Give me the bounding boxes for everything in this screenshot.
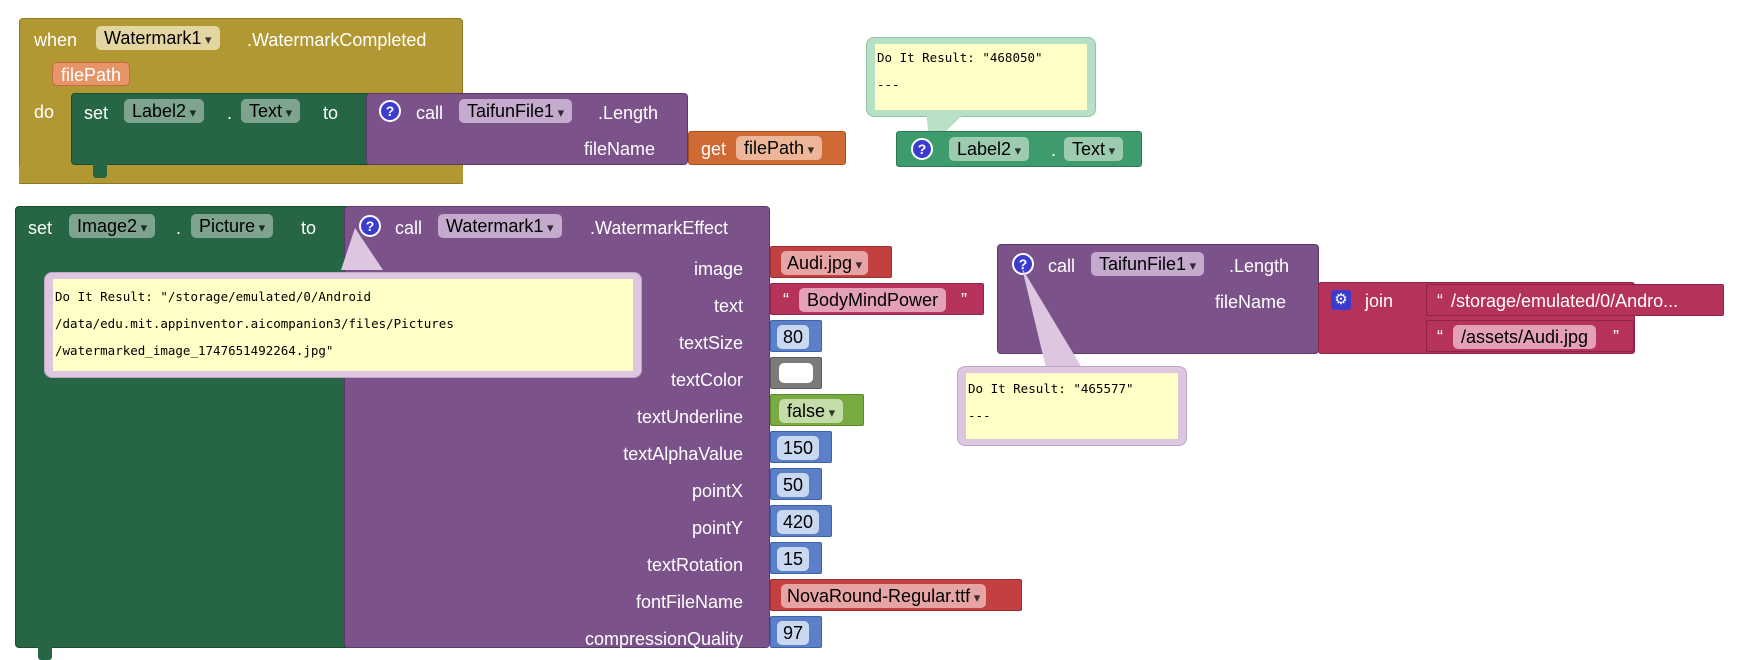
pointx-number-block[interactable]: 50 (770, 468, 822, 500)
call-length-join-block[interactable]: ? call TaifunFile1 .Length fileName (997, 244, 1319, 354)
arg-label-pointy: pointY (691, 518, 743, 538)
set-property-dropdown[interactable]: Picture (191, 214, 274, 238)
arg-label-text: text (713, 296, 743, 316)
get-filepath-block[interactable]: get filePath (688, 131, 846, 165)
open-quote: “ (1437, 327, 1443, 347)
dot-separator: . (176, 218, 182, 238)
result-text: Do It Result: "465577" (968, 381, 1134, 396)
length-result-comment[interactable]: Do It Result: "465577" --- (957, 366, 1187, 446)
set-label2-text-block[interactable]: set Label2 . Text to (71, 93, 371, 165)
event-block-footer (19, 166, 463, 184)
help-icon[interactable]: ? (1012, 253, 1034, 275)
result-line-1: Do It Result: "/storage/emulated/0/Andro… (55, 289, 372, 304)
textsize-number-block[interactable]: 80 (770, 320, 822, 352)
filename-arg-label: fileName (584, 139, 656, 159)
pointy-value[interactable]: 420 (777, 510, 820, 534)
to-keyword: to (323, 103, 339, 123)
pointx-value[interactable]: 50 (777, 473, 810, 497)
join-item-1-block[interactable]: “ /storage/emulated/0/Andro... (1426, 284, 1724, 316)
arg-label-textsize: textSize (678, 333, 743, 353)
call-method-name: .Length (1229, 256, 1290, 276)
dot-separator: . (1051, 140, 1057, 160)
set-component-dropdown[interactable]: Label2 (124, 99, 205, 123)
open-quote: “ (783, 290, 789, 310)
call-keyword: call (1048, 256, 1076, 276)
result-text: Do It Result: "468050" (877, 50, 1043, 65)
fontfile-asset-block[interactable]: NovaRound-Regular.ttf (770, 579, 1022, 611)
result-separator: --- (968, 408, 991, 423)
get-keyword: get (701, 139, 727, 159)
length-bubble-tail (1022, 268, 1082, 368)
arg-label-fontfilename: fontFileName (635, 592, 743, 612)
textunderline-logic-block[interactable]: false (770, 394, 864, 426)
to-keyword: to (301, 218, 317, 238)
arg-label-textrotation: textRotation (646, 555, 743, 575)
open-quote: “ (1437, 291, 1443, 311)
result-line-2: /data/edu.mit.appinventor.aicompanion3/f… (55, 316, 454, 331)
image-asset-block[interactable]: Audi.jpg (770, 246, 892, 278)
filename-arg-label: fileName (1215, 292, 1287, 312)
call-method-name: .WatermarkEffect (590, 218, 729, 238)
arg-label-image: image (693, 259, 743, 279)
color-swatch[interactable] (779, 363, 813, 383)
arg-label-compressionquality: compressionQuality (584, 629, 743, 649)
call-method-name: .Length (598, 103, 659, 123)
close-quote: ” (961, 290, 967, 310)
getter-property-dropdown[interactable]: Text (1064, 137, 1124, 161)
event-name: .WatermarkCompleted (247, 30, 427, 50)
join-item-1-value[interactable]: /storage/emulated/0/Andro... (1451, 291, 1679, 311)
call-keyword: call (395, 218, 423, 238)
set-keyword: set (28, 218, 53, 238)
getter-component-dropdown[interactable]: Label2 (949, 137, 1030, 161)
textrotation-value[interactable]: 15 (777, 547, 810, 571)
set-block-notch (93, 160, 107, 178)
text-string-block[interactable]: “ BodyMindPower ” (770, 283, 984, 315)
event-component-dropdown[interactable]: Watermark1 (96, 26, 220, 50)
textrotation-number-block[interactable]: 15 (770, 542, 822, 574)
arg-label-textunderline: textUnderline (636, 407, 743, 427)
result-separator: --- (877, 77, 900, 92)
watermark-result-comment[interactable]: Do It Result: "/storage/emulated/0/Andro… (44, 272, 642, 378)
arg-label-textalphavalue: textAlphaValue (623, 444, 743, 464)
get-variable-dropdown[interactable]: filePath (736, 136, 823, 160)
logic-dropdown[interactable]: false (779, 399, 844, 423)
call-taifunfile-length-block[interactable]: ? call TaifunFile1 .Length fileName (366, 93, 688, 165)
set-component-dropdown[interactable]: Image2 (69, 214, 156, 238)
param-filepath[interactable]: filePath (52, 62, 131, 86)
when-keyword: when (34, 30, 78, 50)
pointy-number-block[interactable]: 420 (770, 505, 832, 537)
image-asset-dropdown[interactable]: Audi.jpg (781, 251, 869, 275)
label2-result-comment[interactable]: Do It Result: "468050" --- (866, 37, 1096, 117)
textcolor-block[interactable] (770, 357, 822, 389)
textalpha-number-block[interactable]: 150 (770, 431, 832, 463)
call-component-dropdown[interactable]: Watermark1 (438, 214, 562, 238)
arg-label-pointx: pointX (691, 481, 743, 501)
compression-number-block[interactable]: 97 (770, 616, 822, 648)
set-image-block-notch (38, 642, 52, 660)
join-item-2-block[interactable]: “ /assets/Audi.jpg ” (1426, 320, 1634, 352)
arg-label-textcolor: textColor (670, 370, 743, 390)
call-component-dropdown[interactable]: TaifunFile1 (1091, 252, 1205, 276)
label2-text-getter-block[interactable]: ? Label2 . Text (896, 131, 1142, 167)
result-line-3: /watermarked_image_1747651492264.jpg" (55, 343, 334, 358)
call-keyword: call (416, 103, 444, 123)
textsize-value[interactable]: 80 (777, 325, 810, 349)
close-quote: ” (1613, 327, 1619, 347)
watermark-bubble-tail (341, 228, 383, 270)
fontfile-asset-dropdown[interactable]: NovaRound-Regular.ttf (781, 584, 987, 608)
text-string-value[interactable]: BodyMindPower (799, 288, 947, 312)
help-icon[interactable]: ? (359, 215, 381, 237)
compression-value[interactable]: 97 (777, 621, 810, 645)
join-item-2-value[interactable]: /assets/Audi.jpg (1453, 325, 1597, 349)
call-component-dropdown[interactable]: TaifunFile1 (459, 99, 573, 123)
help-icon[interactable]: ? (911, 138, 933, 160)
set-property-dropdown[interactable]: Text (241, 99, 301, 123)
join-keyword: join (1365, 291, 1394, 311)
gear-icon[interactable]: ⚙ (1331, 290, 1351, 310)
textalpha-value[interactable]: 150 (777, 436, 820, 460)
help-icon[interactable]: ? (379, 100, 401, 122)
set-keyword: set (84, 103, 109, 123)
do-keyword: do (34, 102, 55, 122)
dot-separator: . (227, 103, 233, 123)
